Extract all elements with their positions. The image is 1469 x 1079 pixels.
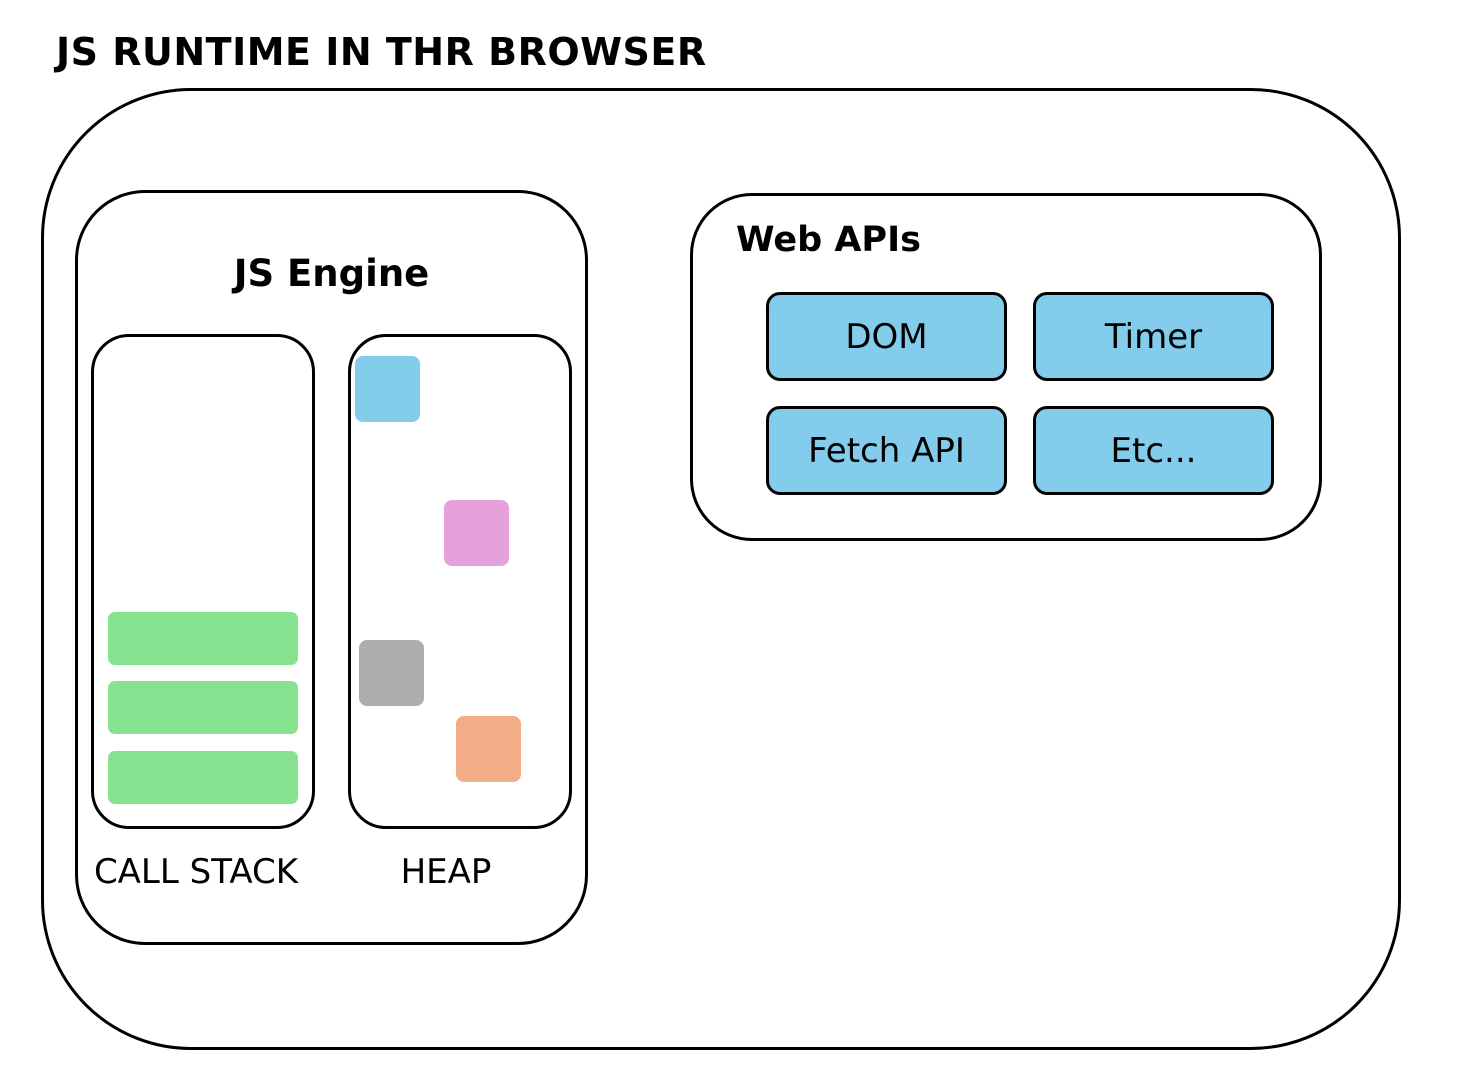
web-apis-box [690, 193, 1322, 541]
call-stack-frame [108, 612, 298, 665]
web-api-fetch: Fetch API [766, 406, 1007, 495]
web-api-etc: Etc... [1033, 406, 1274, 495]
heap-label: HEAP [400, 852, 492, 892]
call-stack-label: CALL STACK [93, 852, 299, 892]
call-stack-box [91, 334, 315, 829]
web-apis-title: Web APIs [736, 220, 921, 260]
web-api-dom: DOM [766, 292, 1007, 381]
heap-object-blue [355, 356, 420, 422]
js-engine-title: JS Engine [233, 252, 430, 295]
web-api-timer: Timer [1033, 292, 1274, 381]
js-engine-box [75, 190, 588, 945]
heap-box [348, 334, 572, 829]
call-stack-frame [108, 751, 298, 804]
heap-object-orange [456, 716, 521, 782]
call-stack-frame [108, 681, 298, 734]
heap-object-pink [444, 500, 509, 566]
page-title: JS RUNTIME IN THR BROWSER [56, 30, 707, 74]
heap-object-gray [359, 640, 424, 706]
